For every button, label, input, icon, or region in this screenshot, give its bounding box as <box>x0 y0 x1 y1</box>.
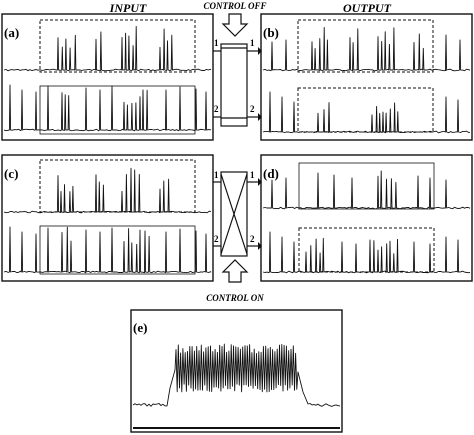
panel-a-solid-box <box>39 85 196 135</box>
trace-c-bottom <box>3 226 212 274</box>
switch-off-box <box>220 43 248 127</box>
panel-b-frame <box>260 13 473 141</box>
switch-off <box>213 43 258 127</box>
trace-c-top <box>3 167 212 214</box>
panel-a-frame <box>1 13 214 141</box>
down-arrow-icon <box>221 13 249 37</box>
panel-b-dashed-box-bottom <box>297 87 434 133</box>
trace-a-top <box>3 26 212 72</box>
switch-on-port-in-1: 1 <box>214 170 219 180</box>
switch-on-box <box>220 171 248 257</box>
switch-on <box>213 171 258 257</box>
control-on-header: CONTROL ON <box>206 293 264 303</box>
control-off-header: CONTROL OFF <box>204 1 267 11</box>
trace-a-bottom <box>3 84 212 132</box>
trace-group <box>3 26 471 429</box>
switch-off-port-in-2: 2 <box>214 104 219 114</box>
output-header: OUTPUT <box>343 1 392 15</box>
switch-on-out1-arrowhead <box>258 178 262 186</box>
panel-e-label: (e) <box>133 320 147 335</box>
switch-on-cross-b <box>220 173 248 255</box>
trace-d-top <box>262 170 471 210</box>
panel-e-frame <box>130 309 343 433</box>
switch-on-port-out-2: 2 <box>250 234 255 244</box>
panel-d-dashed-box <box>298 227 435 273</box>
trace-b-top <box>262 27 471 72</box>
panel-a-label: (a) <box>4 25 19 40</box>
switch-on-port-out-1: 1 <box>250 170 255 180</box>
trace-d-bottom <box>262 231 471 274</box>
switch-off-port-out-2: 2 <box>250 104 255 114</box>
panel-c-frame <box>1 154 214 282</box>
panel-c-dashed-box <box>39 159 196 213</box>
switch-off-port-out-1: 1 <box>250 38 255 48</box>
trace-b-bottom <box>262 91 471 134</box>
panel-c-label: (c) <box>4 166 18 181</box>
panel-b-label: (b) <box>263 25 279 40</box>
switch-on-out2-arrowhead <box>258 242 262 250</box>
switch-off-out2-arrowhead <box>258 113 262 121</box>
panel-c-solid-box <box>39 225 196 275</box>
panel-d-frame <box>260 154 473 282</box>
up-arrow-icon <box>221 259 249 283</box>
switch-off-out1-arrowhead <box>258 47 262 55</box>
switch-off-port-in-1: 1 <box>214 38 219 48</box>
panel-b-dashed-box-top <box>297 19 434 73</box>
panel-d-solid-box <box>298 162 435 210</box>
switch-on-port-in-2: 2 <box>214 234 219 244</box>
panel-a-dashed-box <box>39 19 196 73</box>
trace-e-burst <box>132 343 341 407</box>
panel-d-label: (d) <box>263 166 279 181</box>
input-header: INPUT <box>109 1 147 15</box>
